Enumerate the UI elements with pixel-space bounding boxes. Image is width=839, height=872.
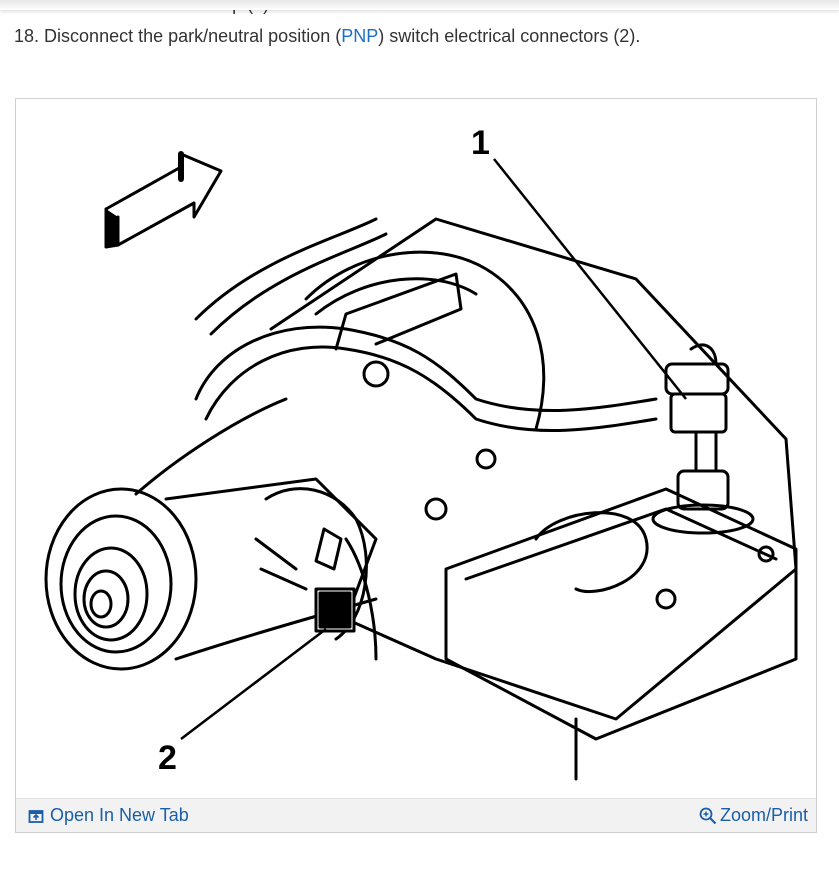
open-in-new-tab-link[interactable]: Open In New Tab — [28, 805, 189, 826]
step-number: 18. — [14, 26, 40, 46]
callout-2: 2 — [158, 739, 177, 777]
figure-container: 1 2 Open In New Tab Zoom/Print — [15, 98, 817, 833]
step-text-start: Disconnect the park/neutral position ( — [44, 26, 342, 46]
zoom-print-label: Zoom/Print — [719, 805, 808, 825]
step-text-end: ) switch electrical connectors (2). — [378, 26, 641, 46]
pnp-link[interactable]: PNP — [341, 26, 379, 46]
browser-top-edge — [0, 0, 839, 10]
zoom-print-link[interactable]: Zoom/Print — [699, 805, 808, 826]
callout-1: 1 — [471, 124, 490, 162]
magnifier-plus-icon — [699, 807, 717, 824]
figure-footer: Open In New Tab Zoom/Print — [16, 798, 816, 832]
open-new-tab-icon — [28, 809, 44, 823]
instruction-step-18: 18. Disconnect the park/neutral position… — [14, 26, 640, 47]
transmission-illustration: 1 2 — [44, 124, 798, 781]
open-in-new-tab-label: Open In New Tab — [50, 805, 189, 825]
